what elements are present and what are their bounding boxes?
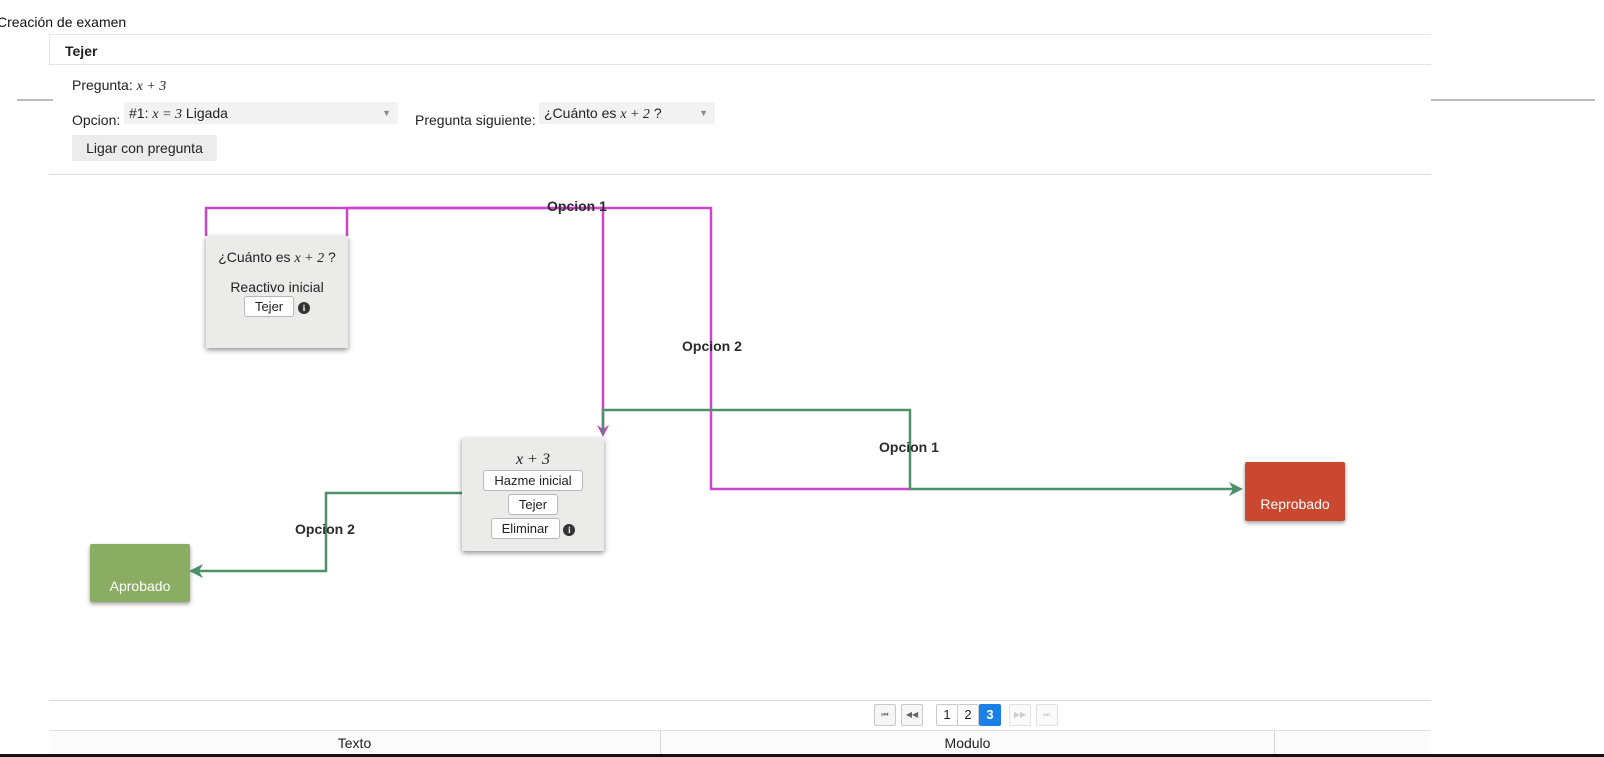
edge-mid-opcion1 <box>601 408 1243 496</box>
prev-page-icon[interactable]: ◀◀ <box>901 704 923 726</box>
eliminar-button[interactable]: Eliminar <box>490 518 560 539</box>
edge-label-mid-opcion1: Opcion 1 <box>879 439 939 455</box>
hazme-row: Hazme inicial <box>462 470 604 491</box>
next-page-icon: ▶▶ <box>1009 704 1031 726</box>
question-node-initial[interactable]: ¿Cuánto es x + 2 ? Reactivo inicial Teje… <box>206 236 348 348</box>
column-header-modulo[interactable]: Modulo <box>944 735 991 751</box>
opcion-select-math: x = 3 <box>152 107 183 122</box>
node-question-suffix: ? <box>328 249 336 265</box>
chevron-down-icon: ▼ <box>382 108 391 118</box>
aprobado-label: Aprobado <box>109 578 171 594</box>
info-icon[interactable]: i <box>298 302 311 314</box>
tejer-panel-title: Tejer <box>65 43 98 59</box>
window-bottom-border <box>0 754 1604 757</box>
page-2-button[interactable]: 2 <box>957 704 979 726</box>
tejer-row: Tejer <box>462 494 604 515</box>
node-subtitle: Reactivo inicial <box>230 279 324 295</box>
divider-right <box>1431 99 1595 101</box>
form-diagram-separator <box>49 174 1431 175</box>
table-header-divider-2 <box>1274 730 1275 757</box>
reprobado-label: Reprobado <box>1260 496 1330 512</box>
result-node-reprobado[interactable]: Reprobado <box>1245 462 1345 521</box>
column-header-texto[interactable]: Texto <box>337 735 372 751</box>
edge-label-top-opcion1: Opcion 1 <box>547 198 607 214</box>
opcion-select[interactable]: #1: x = 3 Ligada ▼ <box>124 102 398 124</box>
result-node-aprobado[interactable]: Aprobado <box>90 544 190 602</box>
last-page-icon: ⏭ <box>1036 704 1058 726</box>
siguiente-select-prefix: ¿Cuánto es <box>544 105 617 121</box>
info-icon[interactable]: i <box>563 524 576 536</box>
table-header-row <box>49 730 1431 757</box>
siguiente-select[interactable]: ¿Cuánto es x + 2 ? ▼ <box>539 102 715 124</box>
page-1-button[interactable]: 1 <box>936 704 958 726</box>
diagram-bottom-separator <box>49 700 1431 701</box>
pregunta-math: x + 3 <box>136 79 167 94</box>
edge-label-mid-opcion2: Opcion 2 <box>295 521 355 537</box>
node-question-math: x + 3 <box>516 451 550 468</box>
page-3-button[interactable]: 3 <box>979 704 1001 726</box>
siguiente-select-suffix: ? <box>653 105 662 121</box>
opcion-label: Opcion: <box>72 112 121 128</box>
tejer-button[interactable]: Tejer <box>243 296 295 317</box>
question-node-current[interactable]: x + 3 Hazme inicial Tejer Eliminar i <box>462 438 604 551</box>
opcion-select-suffix: Ligada <box>185 105 228 121</box>
tejer-button[interactable]: Tejer <box>507 494 559 515</box>
page-title: Creación de examen <box>0 14 127 30</box>
tejer-panel-header[interactable]: Tejer <box>49 34 1431 65</box>
edge-top-opcion2 <box>345 206 910 491</box>
ligar-con-pregunta-button[interactable]: Ligar con pregunta <box>72 135 217 161</box>
siguiente-label: Pregunta siguiente: <box>415 112 536 128</box>
node-question: ¿Cuánto es x + 2 ? <box>206 249 348 267</box>
node-actions: Tejer i <box>206 296 348 317</box>
edge-mid-opcion2 <box>189 491 462 578</box>
first-page-icon[interactable]: ⏮ <box>874 704 896 726</box>
chevron-down-icon: ▼ <box>699 108 708 118</box>
hazme-inicial-button[interactable]: Hazme inicial <box>483 470 583 491</box>
pregunta-row: Pregunta: x + 3 <box>72 77 166 95</box>
eliminar-row: Eliminar i <box>462 518 604 539</box>
siguiente-select-math: x + 2 <box>620 107 650 122</box>
node-question-math: x + 2 <box>294 251 325 266</box>
pregunta-label: Pregunta: <box>72 77 133 93</box>
node-question-prefix: ¿Cuánto es <box>218 249 291 265</box>
opcion-select-prefix: #1: <box>129 105 149 121</box>
divider-left <box>17 99 53 101</box>
edge-label-top-opcion2: Opcion 2 <box>682 338 742 354</box>
table-header-divider-1 <box>660 730 661 757</box>
